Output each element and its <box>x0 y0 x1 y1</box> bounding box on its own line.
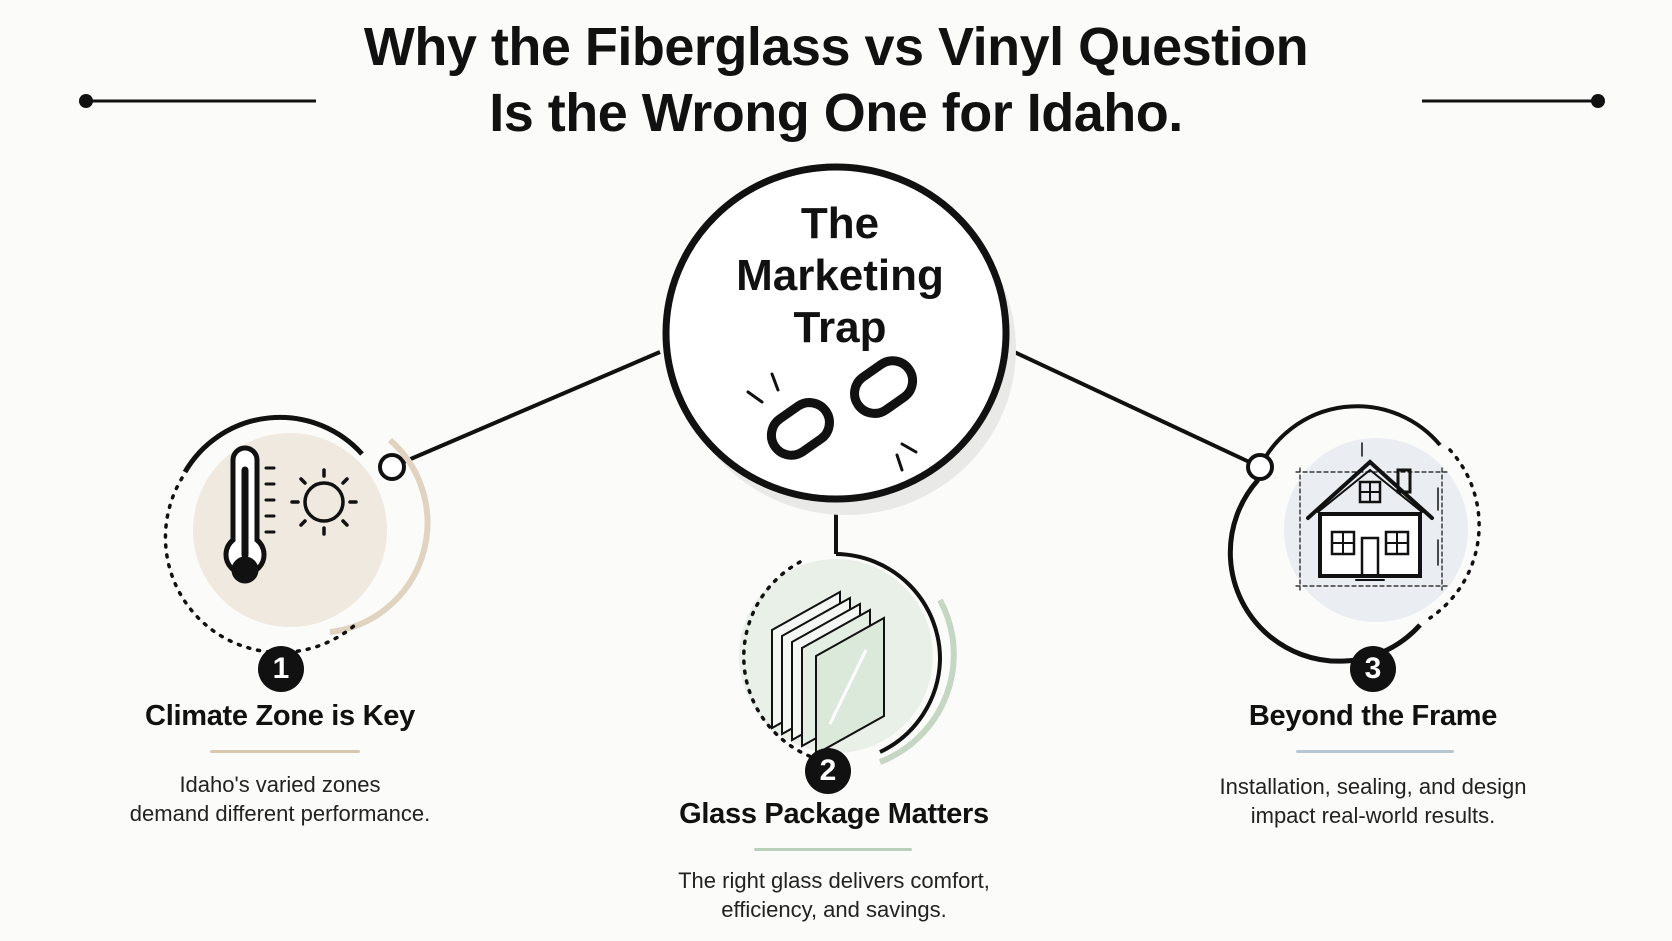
broken-chain-icon <box>746 356 918 472</box>
step-3-description: Installation, sealing, and design impact… <box>1173 772 1573 830</box>
connector-hub-to-node-1 <box>391 350 661 469</box>
step-2-description: The right glass delivers comfort, effici… <box>634 866 1034 924</box>
step-2-label: Glass Package Matters <box>679 798 989 830</box>
page-title: Why the Fiberglass vs Vinyl Question Is … <box>0 14 1672 146</box>
connector-hub-to-node-3 <box>1009 348 1261 469</box>
step-1-badge: 1 <box>258 646 304 692</box>
title-rule-right <box>1422 94 1605 108</box>
glass-panes-icon <box>771 590 885 756</box>
step-1-desc-line-2: demand different performance. <box>129 801 431 826</box>
title-line-2: Is the Wrong One for Idaho. <box>489 83 1183 143</box>
step-1-label: Climate Zone is Key <box>145 700 415 732</box>
hub-title: The Marketing Trap <box>680 198 1000 354</box>
step-2-badge: 2 <box>805 748 851 794</box>
step-1-description: Idaho's varied zones demand different pe… <box>80 770 480 828</box>
step-2-desc-line-2: efficiency, and savings. <box>721 897 947 922</box>
step-1-desc-line-1: Idaho's varied zones <box>179 772 381 797</box>
step-1-underline <box>210 750 360 753</box>
hub-circle <box>662 163 1016 515</box>
step-3-underline <box>1296 750 1454 753</box>
hub-title-line-2: Marketing <box>736 251 944 300</box>
step-2-desc-line-1: The right glass delivers comfort, <box>678 868 990 893</box>
house-blueprint-icon <box>1295 442 1449 591</box>
step-3-desc-line-1: Installation, sealing, and design <box>1219 774 1527 799</box>
step-3-desc-line-2: impact real-world results. <box>1250 803 1496 828</box>
hub-title-line-1: The <box>800 199 880 248</box>
thermometer-sun-icon <box>223 445 358 584</box>
step-2-underline <box>754 848 912 851</box>
hub-title-line-3: Trap <box>793 303 887 352</box>
title-line-1: Why the Fiberglass vs Vinyl Question <box>363 17 1309 77</box>
node-1-circle <box>163 414 431 655</box>
step-3-label: Beyond the Frame <box>1248 700 1498 732</box>
title-rule-left <box>79 94 316 108</box>
step-3-badge: 3 <box>1350 646 1396 692</box>
